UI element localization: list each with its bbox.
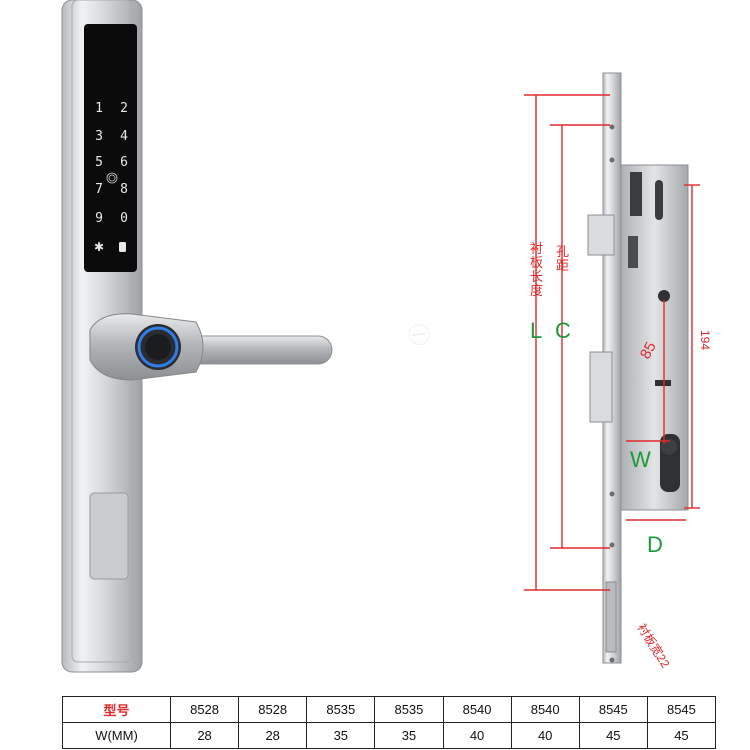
dimension-lines	[524, 94, 700, 591]
door-handle	[89, 313, 333, 381]
label-chen-ban-chang-du: 衬板长度	[530, 241, 544, 298]
table-row: W(MM) 28 28 35 35 40 40 45 45	[62, 722, 717, 749]
key-7-icon: 7	[95, 182, 103, 197]
mortise-lock-diagram	[587, 72, 689, 664]
model-cell: 8545	[578, 696, 648, 723]
keypad-screen: 1 2 3 4 5 6 7 8 9 0 ✱	[84, 24, 137, 272]
w-cell: 45	[646, 722, 717, 749]
table-row: 型号 8528 8528 8535 8535 8540 8540 8545 85…	[62, 696, 717, 723]
key-2-icon: 2	[120, 101, 128, 116]
model-cell: 8535	[306, 696, 376, 723]
key-5-icon: 5	[95, 155, 103, 170]
key-9-icon: 9	[95, 211, 103, 226]
model-cell: 8545	[646, 696, 717, 723]
w-header: W(MM)	[62, 722, 171, 749]
model-cell: 8535	[374, 696, 444, 723]
key-1-icon: 1	[95, 101, 103, 116]
bluetooth-icon: ✱	[94, 240, 104, 254]
label-kong-ju: 孔距	[556, 244, 570, 273]
w-cell: 35	[374, 722, 444, 749]
key-4-icon: 4	[120, 129, 128, 144]
label-194: 194	[698, 329, 713, 351]
w-cell: 28	[238, 722, 308, 749]
model-cell: 8540	[442, 696, 512, 723]
label-c: C	[555, 318, 571, 343]
lock-icon	[119, 242, 126, 252]
key-cover-plate	[89, 492, 129, 580]
product-illustration: 1 2 3 4 5 6 7 8 9 0 ✱	[61, 0, 700, 673]
product-image-area: 1 2 3 4 5 6 7 8 9 0 ✱	[61, 0, 713, 673]
spec-table: 型号 8528 8528 8535 8535 8540 8540 8545 85…	[62, 696, 717, 749]
label-w: W	[630, 447, 651, 472]
w-cell: 45	[578, 722, 648, 749]
smart-lock-panel: 1 2 3 4 5 6 7 8 9 0 ✱	[61, 0, 333, 673]
model-cell: 8528	[238, 696, 308, 723]
w-cell: 40	[442, 722, 512, 749]
fingerprint-sensor-icon	[106, 172, 118, 184]
w-cell: 35	[306, 722, 376, 749]
model-header: 型号	[62, 696, 171, 723]
key-8-icon: 8	[120, 182, 128, 197]
key-6-icon: 6	[120, 155, 128, 170]
key-3-icon: 3	[95, 129, 103, 144]
model-cell: 8528	[169, 696, 240, 723]
w-cell: 28	[169, 722, 240, 749]
model-cell: 8540	[510, 696, 580, 723]
w-cell: 40	[510, 722, 580, 749]
watermark: ㊀	[406, 322, 432, 351]
label-l: L	[530, 318, 543, 343]
label-d: D	[647, 532, 663, 557]
key-0-icon: 0	[120, 211, 128, 226]
